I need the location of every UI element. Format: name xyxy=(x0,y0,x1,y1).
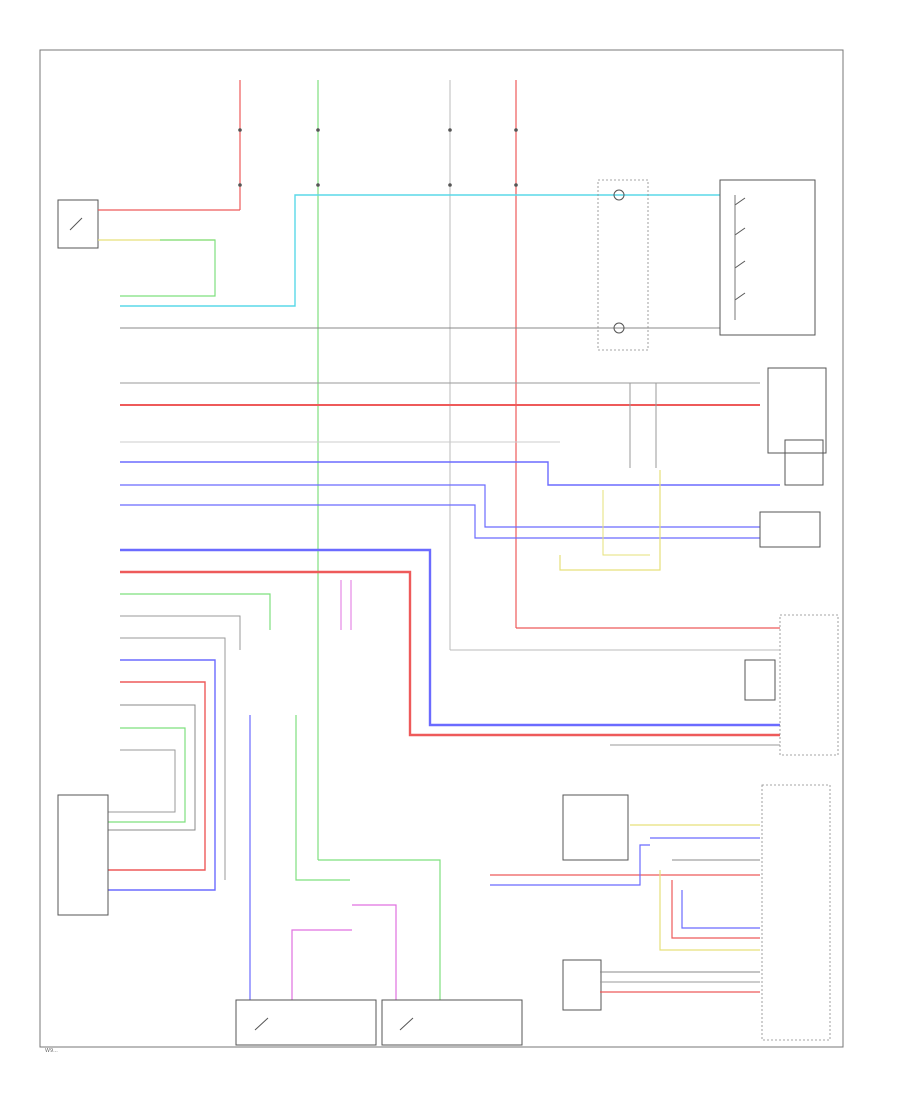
diagram-border xyxy=(39,49,844,1048)
lower-left-ecu xyxy=(57,794,109,916)
page-code: W9... xyxy=(45,1048,58,1054)
left-bus-wires xyxy=(120,382,780,539)
connector-dot xyxy=(514,183,518,187)
connector-dot xyxy=(238,128,242,132)
pink-drop-wire xyxy=(291,929,352,1000)
cyan-wire xyxy=(120,194,720,307)
top-left-switch xyxy=(57,199,240,297)
lower-bus-wires xyxy=(108,548,780,891)
connector-dot xyxy=(448,128,452,132)
green-drop-wire xyxy=(295,715,350,881)
right-switch-panel xyxy=(719,179,816,336)
green-drop-wire-2 xyxy=(318,859,441,1000)
right-lower-module xyxy=(450,614,839,756)
right-upper-switch xyxy=(629,367,827,548)
center-relay-box xyxy=(597,179,649,351)
bottom-relay-boxes xyxy=(235,999,523,1046)
connector-dot xyxy=(514,128,518,132)
yellow-wire-2 xyxy=(602,490,650,556)
pink-drop-wire-2 xyxy=(352,904,397,1000)
connector-dot xyxy=(448,183,452,187)
connector-dot xyxy=(316,128,320,132)
yellow-wire-1 xyxy=(559,470,661,571)
transmission-module xyxy=(490,784,831,1041)
fuse-feeds xyxy=(238,80,518,860)
connector-dot xyxy=(316,183,320,187)
connector-dot xyxy=(238,183,242,187)
